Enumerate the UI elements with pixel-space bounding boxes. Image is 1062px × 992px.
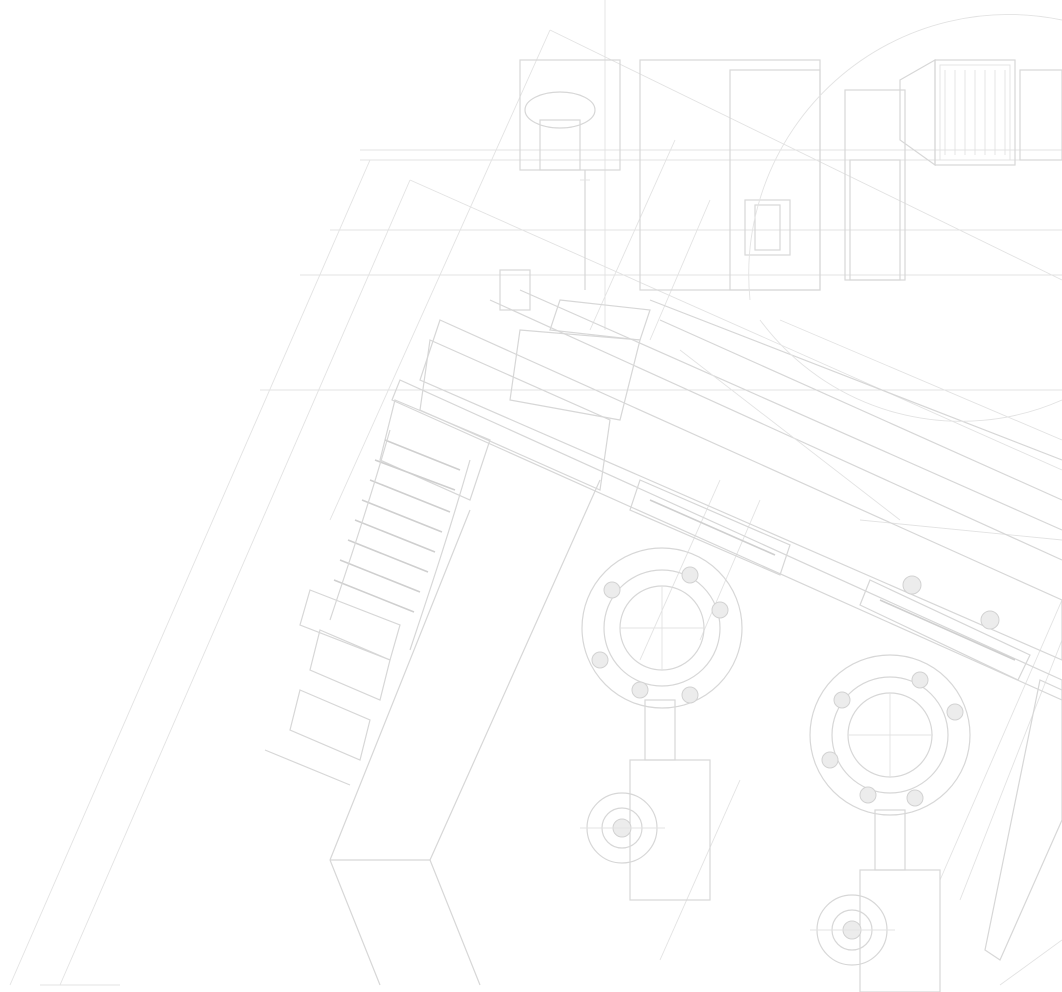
outlet-flange-left — [580, 479, 791, 901]
frame-lines — [9, 0, 1062, 986]
drive-assembly — [499, 14, 1062, 422]
outlet-flange-right — [809, 575, 1062, 992]
spring-suspension — [264, 399, 601, 986]
inclined-deck — [391, 289, 1062, 701]
